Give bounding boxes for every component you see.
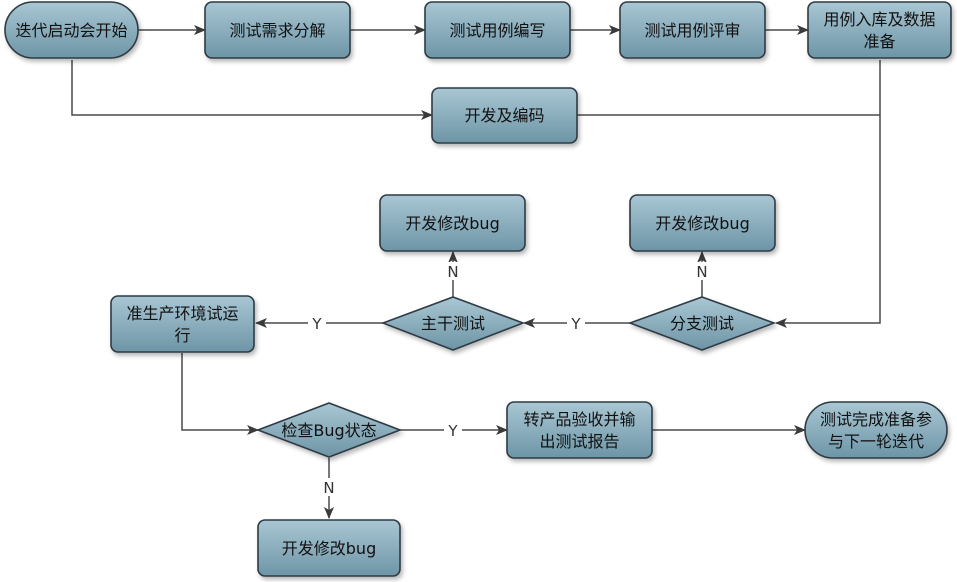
edge-label-branch-to-trunk-y: Y	[570, 315, 581, 333]
node-fix-bug-trunk[interactable]: 开发修改bug	[379, 194, 526, 252]
node-dev-coding-label: 开发及编码	[464, 106, 544, 125]
edge-label-bg	[693, 262, 711, 280]
process-shape	[110, 295, 255, 353]
edge-label-bg	[308, 314, 326, 332]
node-check-bug-label: 检查Bug状态	[281, 421, 376, 440]
node-fix-bug-branch-label: 开发修改bug	[655, 214, 749, 233]
edge-label-trunk-n: N	[447, 263, 458, 281]
node-end-label-line1: 测试完成准备参	[820, 410, 932, 429]
edge-labels: N N Y Y Y N	[308, 262, 711, 497]
node-preprod[interactable]: 准生产环境试运 行	[110, 295, 255, 353]
process-shape	[424, 1, 571, 59]
edge-label-bg	[320, 478, 338, 496]
edge-case-store-to-branch-test	[775, 60, 881, 328]
node-fix-bug-branch[interactable]: 开发修改bug	[629, 194, 776, 252]
node-trunk-test[interactable]: 主干测试	[380, 296, 526, 351]
node-preprod-label-line1: 准生产环境试运	[126, 304, 238, 323]
edge-preprod-to-check-bug	[181, 353, 259, 435]
process-shape	[379, 194, 526, 252]
process-shape	[506, 401, 653, 459]
node-fix-bug-bottom-label: 开发修改bug	[282, 539, 376, 558]
decision-shape	[380, 296, 526, 351]
process-shape	[257, 519, 401, 577]
node-report[interactable]: 转产品验收并输 出测试报告	[506, 401, 653, 459]
node-case-store[interactable]: 用例入库及数据 准备	[807, 1, 952, 59]
node-req-analysis-label: 测试需求分解	[229, 21, 325, 40]
edge-label-bg	[444, 262, 462, 280]
node-end-label-line2: 与下一轮迭代	[828, 432, 924, 451]
nodes: 迭代启动会开始 测试需求分解 测试用例编写 测试用例评审 用例入库及数据 准备 …	[4, 1, 952, 577]
node-case-store-label-line2: 准备	[863, 32, 895, 51]
node-case-store-label-line1: 用例入库及数据	[823, 10, 935, 29]
edge-label-bg	[444, 421, 462, 439]
decision-shape	[627, 296, 777, 351]
node-branch-test-label: 分支测试	[670, 314, 734, 333]
node-start[interactable]: 迭代启动会开始	[4, 1, 139, 59]
process-shape	[204, 1, 351, 59]
node-fix-bug-trunk-label: 开发修改bug	[405, 214, 499, 233]
node-case-review[interactable]: 测试用例评审	[619, 1, 766, 59]
node-trunk-test-label: 主干测试	[421, 314, 485, 333]
node-report-label-line2: 出测试报告	[539, 432, 619, 451]
node-check-bug[interactable]: 检查Bug状态	[255, 402, 403, 458]
terminator-shape	[804, 401, 948, 459]
process-shape	[431, 87, 578, 144]
edge-label-trunk-to-preprod-y: Y	[311, 315, 322, 333]
node-preprod-label-line2: 行	[174, 326, 190, 345]
edge-label-check-to-fix-n: N	[323, 479, 334, 497]
edge-label-branch-n: N	[696, 263, 707, 281]
node-case-review-label: 测试用例评审	[644, 21, 740, 40]
node-req-analysis[interactable]: 测试需求分解	[204, 1, 351, 59]
node-end[interactable]: 测试完成准备参 与下一轮迭代	[804, 401, 948, 459]
terminator-shape	[4, 1, 139, 59]
node-case-write[interactable]: 测试用例编写	[424, 1, 571, 59]
node-dev-coding[interactable]: 开发及编码	[431, 87, 578, 144]
node-start-label: 迭代启动会开始	[15, 21, 127, 40]
decision-shape	[255, 402, 403, 458]
node-case-write-label: 测试用例编写	[449, 21, 545, 40]
process-shape	[619, 1, 766, 59]
edge-label-check-to-report-y: Y	[447, 422, 458, 440]
edge-label-bg	[567, 314, 585, 332]
node-report-label-line1: 转产品验收并输	[523, 410, 635, 429]
edge-start-to-dev-coding	[71, 60, 433, 120]
node-branch-test[interactable]: 分支测试	[627, 296, 777, 351]
process-shape	[807, 1, 952, 59]
process-shape	[629, 194, 776, 252]
node-fix-bug-bottom[interactable]: 开发修改bug	[257, 519, 401, 577]
